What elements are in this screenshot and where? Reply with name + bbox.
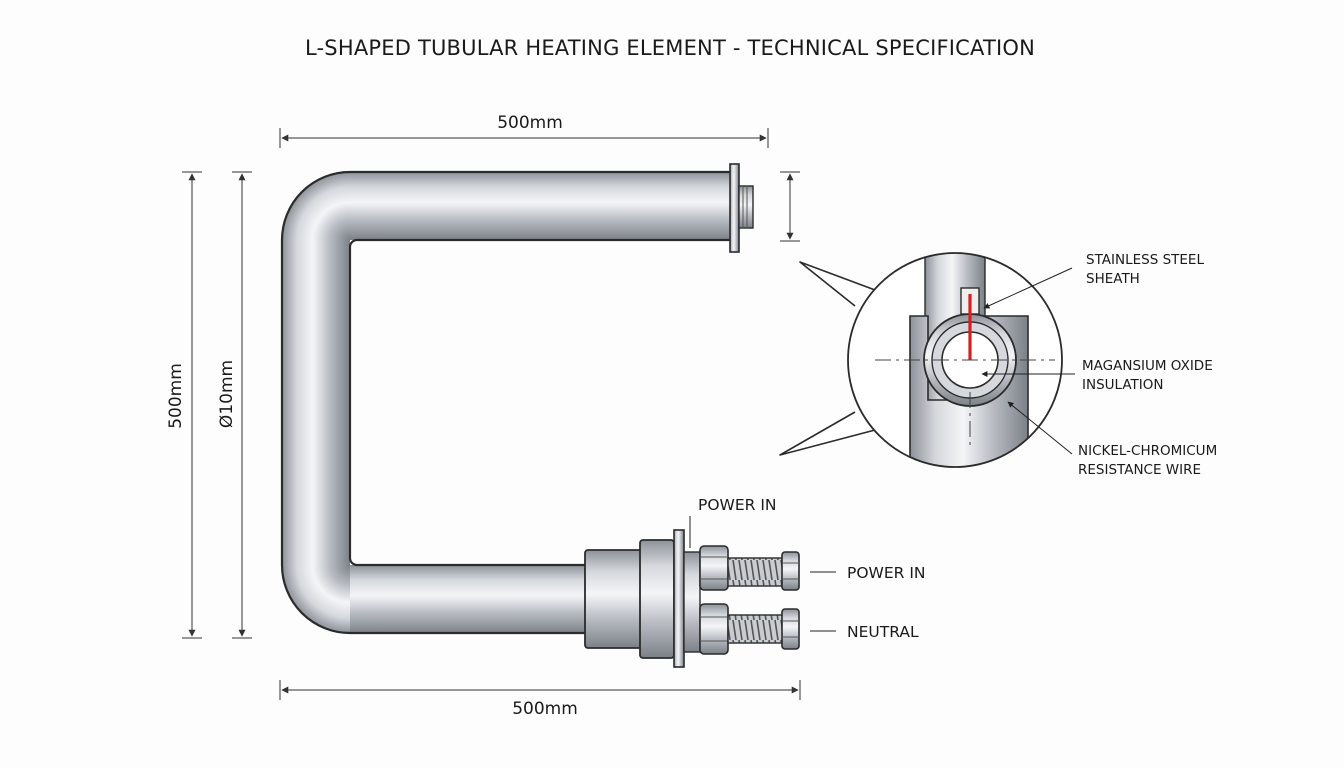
heating-tube <box>280 170 734 635</box>
wire-label-line2: RESISTANCE WIRE <box>1078 462 1201 478</box>
dimension-top-label: 500mm <box>497 113 563 133</box>
terminal-neutral <box>699 603 800 655</box>
sheath-label-line2: SHEATH <box>1086 271 1140 287</box>
wire-leader <box>1007 401 1073 455</box>
insulation-label-line1: MAGANSIUM OXIDE <box>1082 358 1213 374</box>
terminal-power-in <box>699 545 800 591</box>
dimension-diameter-label: Ø10mm <box>217 360 237 428</box>
terminal-assembly <box>584 529 800 668</box>
insulation-label-line2: INSULATION <box>1082 377 1164 393</box>
dimension-height-label: 500mm <box>166 363 186 429</box>
wire-label-line1: NICKEL-CHROMICUM <box>1078 443 1217 459</box>
cross-section-detail <box>779 252 1063 468</box>
dimension-bottom: 500mm <box>279 680 801 719</box>
dimension-diameter: Ø10mm <box>217 171 252 639</box>
top-flange <box>729 163 754 253</box>
sheath-leader <box>983 267 1073 309</box>
dimension-bottom-label: 500mm <box>512 699 578 719</box>
page-title: L-SHAPED TUBULAR HEATING ELEMENT - TECHN… <box>305 36 1035 60</box>
neutral-label: NEUTRAL <box>847 623 919 641</box>
dimension-height: 500mm <box>166 171 202 639</box>
sheath-label-line1: STAINLESS STEEL <box>1086 252 1204 268</box>
power-in-label: POWER IN <box>847 564 926 582</box>
terminal-top-label: POWER IN <box>698 496 777 514</box>
dimension-top: 500mm <box>279 113 769 148</box>
dimension-flange <box>780 171 800 242</box>
